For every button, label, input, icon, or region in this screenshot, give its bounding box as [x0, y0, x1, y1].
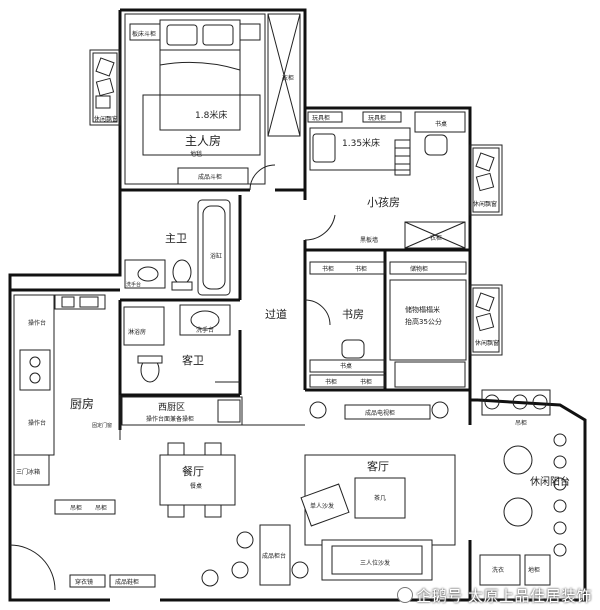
- living-room: 成品电视柜 客厅 茶几 单人沙发 三人位沙发: [201, 401, 456, 587]
- plan-label: 操作台: [28, 419, 46, 427]
- plan-label: 1.8米床: [195, 109, 227, 121]
- western-kitchen: 西厨区 操作台面兼备操柜: [121, 396, 243, 426]
- guest-bath: 淋浴房 洗手台 客卫: [123, 304, 240, 383]
- plan-label: 书柜: [322, 265, 334, 273]
- plan-label: 餐桌: [190, 482, 202, 490]
- plan-label: 地柜: [528, 566, 540, 574]
- room-label-study: 书房: [342, 308, 364, 321]
- plan-label: 地毯: [190, 150, 202, 158]
- plan-label: 操作台: [28, 319, 46, 327]
- room-label-balcony-1: 休闲阳台: [530, 475, 570, 488]
- plan-label: 洗衣: [492, 566, 504, 574]
- room-label-living: 客厅: [367, 459, 389, 473]
- dining: 餐厅 餐桌 成品柜台: [159, 442, 291, 586]
- plan-label: 三门冰箱: [16, 468, 40, 476]
- plan-label: 1.35米床: [342, 137, 380, 149]
- plan-label: 吊柜: [515, 419, 527, 427]
- plan-label: 成品电视柜: [365, 409, 395, 417]
- plan-label: 淋浴房: [128, 328, 146, 336]
- plan-label: 单人沙发: [310, 502, 334, 510]
- kitchen: 操作台 操作台 厨房 固定门窗 三门冰箱 吊柜 吊柜 穿衣镜 成品鞋柜: [9, 294, 156, 591]
- master-bedroom: 衣柜 板床斗柜 1.8米床 主人房 地毯 成品斗柜: [124, 13, 301, 191]
- plan-label: 吊柜: [70, 504, 82, 512]
- plan-label: 抬高35公分: [405, 317, 442, 326]
- plan-label: 板床斗柜: [132, 30, 156, 38]
- logo-icon: [397, 587, 414, 603]
- left-bay-window: 休闲飘窗: [89, 49, 121, 126]
- plan-label: 成品柜台: [262, 552, 286, 560]
- plan-label: 成品鞋柜: [115, 578, 139, 586]
- room-label-master-bath: 主卫: [165, 232, 187, 245]
- room-label-kids: 小孩房: [367, 196, 400, 209]
- study: 书柜 书柜 储物柜 储物榻榻米 抬高35公分 书房 书桌 书柜 书柜: [304, 261, 467, 388]
- plan-label: 休闲飘窗: [473, 200, 497, 208]
- plan-label: 书桌: [340, 362, 352, 370]
- plan-label: 黑板墙: [360, 236, 378, 244]
- plan-label: 茶几: [374, 494, 386, 502]
- room-label-dining: 餐厅: [182, 464, 204, 478]
- plan-label: 固定门窗: [92, 422, 112, 429]
- plan-label: 浴缸: [210, 252, 222, 260]
- plan-label: 书柜: [360, 378, 372, 386]
- room-label-western-kitchen: 西厨区: [158, 402, 185, 413]
- plan-label: 储物柜: [410, 265, 428, 273]
- plan-label: 休闲飘窗: [475, 339, 499, 347]
- outer-walls: [8, 8, 478, 602]
- plan-label: 书桌: [435, 120, 447, 128]
- room-label-kitchen: 厨房: [70, 396, 94, 411]
- plan-label: 洗手台: [196, 326, 214, 334]
- master-bath: 浴缸 主卫 洗手台: [124, 199, 231, 296]
- leisure-balcony: 吊柜 休闲阳台 洗衣 地柜: [470, 389, 587, 602]
- plan-label: 玩具柜: [368, 114, 386, 122]
- plan-label: 书柜: [325, 378, 337, 386]
- plan-label: 操作台面兼备操柜: [146, 415, 194, 423]
- plan-label: 衣柜: [282, 74, 294, 82]
- kids-room: 玩具柜 玩具柜 书桌 1.35米床 小孩房 黑板墙 衣柜: [304, 111, 466, 249]
- plan-label: 书柜: [355, 265, 367, 273]
- watermark: 企鹅号 太原上品佳居装饰: [397, 585, 592, 606]
- plan-label: 储物榻榻米: [405, 305, 440, 314]
- bay-window-label: 休闲飘窗: [94, 115, 118, 123]
- plan-label: 玩具柜: [312, 114, 330, 122]
- room-label-guest-bath: 客卫: [182, 353, 204, 367]
- right-bay-window-1: 休闲飘窗: [469, 144, 503, 216]
- right-bay-window-2: 休闲飘窗: [469, 284, 503, 356]
- plan-label: 穿衣镜: [75, 578, 93, 586]
- room-label-master: 主人房: [185, 133, 221, 148]
- plan-label: 吊柜: [95, 504, 107, 512]
- plan-label: 洗手台: [126, 281, 141, 288]
- plan-label: 三人位沙发: [360, 559, 390, 567]
- room-label-corridor: 过道: [265, 307, 287, 321]
- plan-label: 成品斗柜: [198, 173, 222, 181]
- plan-label: 衣柜: [430, 234, 442, 242]
